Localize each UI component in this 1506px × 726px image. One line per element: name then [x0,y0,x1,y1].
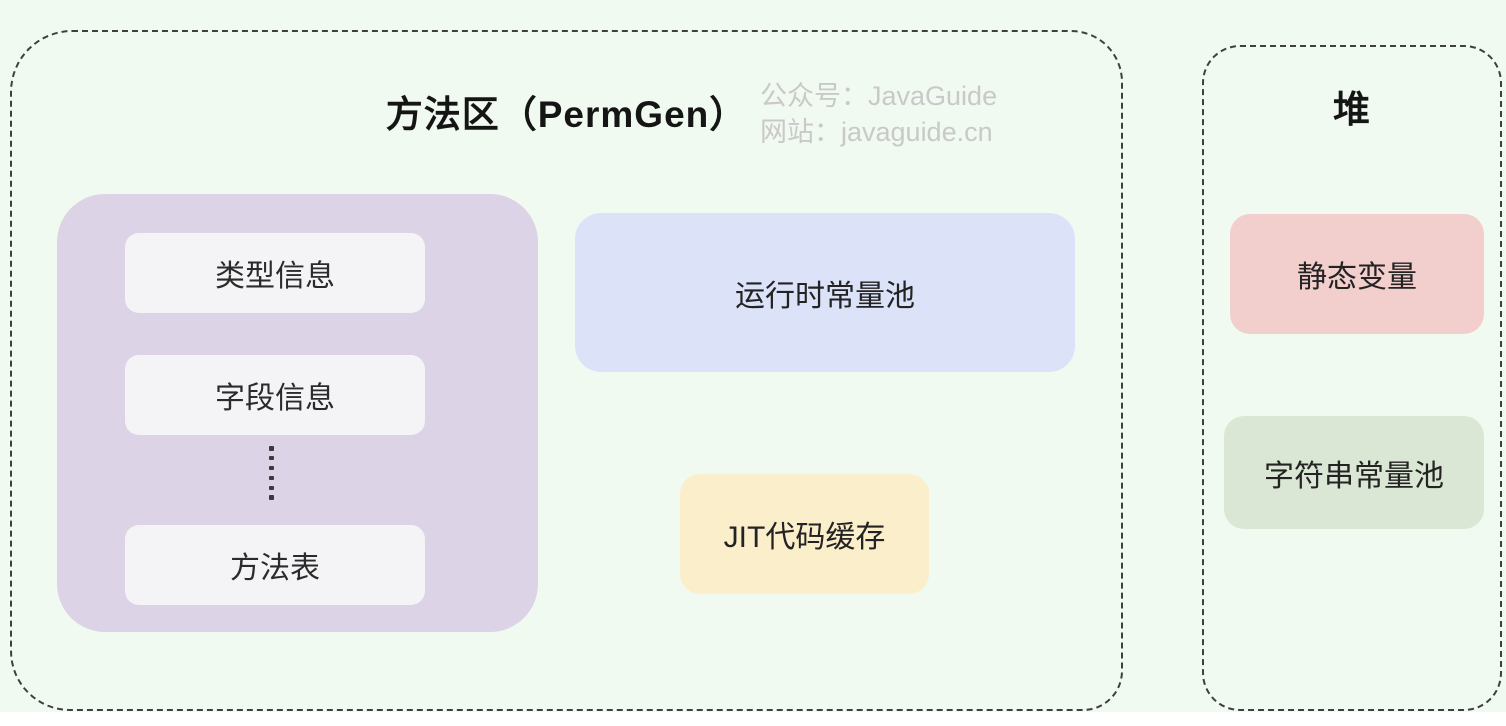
runtime-constant-pool-box: 运行时常量池 [575,213,1075,372]
heap-container: 堆 静态变量 字符串常量池 [1202,45,1502,711]
watermark-line-2: 网站：javaguide.cn [760,117,993,147]
watermark: 公众号：JavaGuide 网站：javaguide.cn [760,78,997,150]
vertical-ellipsis-icon [269,446,274,500]
watermark-line-1: 公众号：JavaGuide [760,81,998,111]
method-area-container: 方法区（PermGen） 公众号：JavaGuide 网站：javaguide.… [10,30,1123,711]
method-table-box: 方法表 [125,525,425,605]
string-constant-pool-box: 字符串常量池 [1224,416,1484,529]
static-variables-box: 静态变量 [1230,214,1484,334]
jit-code-cache-box: JIT代码缓存 [680,474,929,594]
method-area-title: 方法区（PermGen） [385,94,748,135]
heap-title: 堆 [1333,89,1371,130]
field-info-box: 字段信息 [125,355,425,435]
class-info-group: 类型信息 字段信息 方法表 [57,194,538,632]
type-info-box: 类型信息 [125,233,425,313]
